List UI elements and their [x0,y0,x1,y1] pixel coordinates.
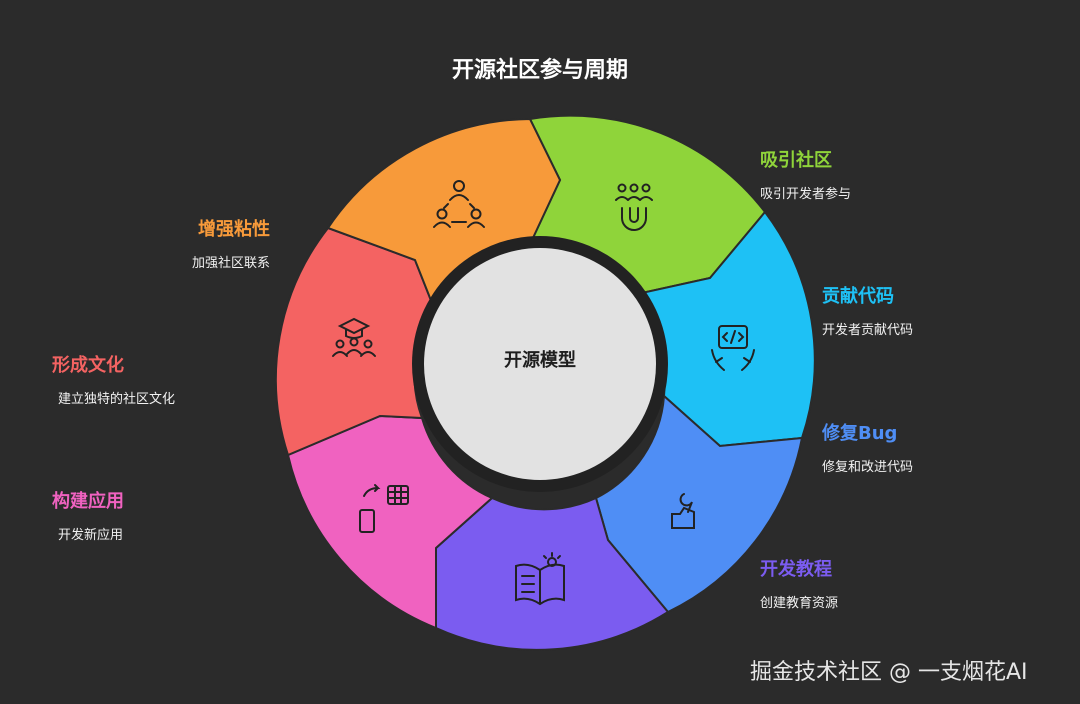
team-connect-icon [433,180,485,228]
diagram-title: 开源社区参与周期 [451,58,628,83]
label-culture: 形成文化 建立独特的社区文化 [52,355,175,409]
label-title: 吸引社区 [760,150,832,171]
center-disc [424,248,656,480]
label-desc: 加强社区联系 [191,256,270,271]
label-title: 修复Bug [822,423,898,444]
label-fix: 修复Bug 修复和改进代码 [822,423,913,477]
book-lightbulb-icon [515,552,565,606]
label-desc: 开发新应用 [58,528,124,543]
label-desc: 建立独特的社区文化 [58,392,176,407]
graduation-group-icon [332,317,376,357]
label-desc: 创建教育资源 [760,596,839,611]
segment-build [286,414,494,630]
code-hands-icon [711,325,755,371]
watermark: 掘金技术社区 @ 一支烟花AI [750,660,1028,685]
label-tutorial: 开发教程 创建教育资源 [760,559,838,613]
label-desc: 吸引开发者参与 [760,187,852,202]
label-build: 构建应用 开发新应用 [52,491,124,545]
phone-grid-icon [359,484,409,533]
label-title: 贡献代码 [822,286,894,307]
label-title: 开发教程 [760,559,832,580]
center-label: 开源模型 [504,350,576,371]
label-desc: 修复和改进代码 [822,460,914,475]
label-title: 形成文化 [52,355,124,376]
label-title: 构建应用 [52,491,124,512]
label-attract: 吸引社区 吸引开发者参与 [760,150,851,204]
label-engage: 增强粘性 加强社区联系 [150,219,270,273]
segment-tutorial [435,496,670,651]
label-title: 增强粘性 [198,219,270,240]
wrench-hand-icon [671,493,695,529]
label-desc: 开发者贡献代码 [822,323,914,338]
people-magnet-icon [615,183,653,231]
label-contribute: 贡献代码 开发者贡献代码 [822,286,913,340]
